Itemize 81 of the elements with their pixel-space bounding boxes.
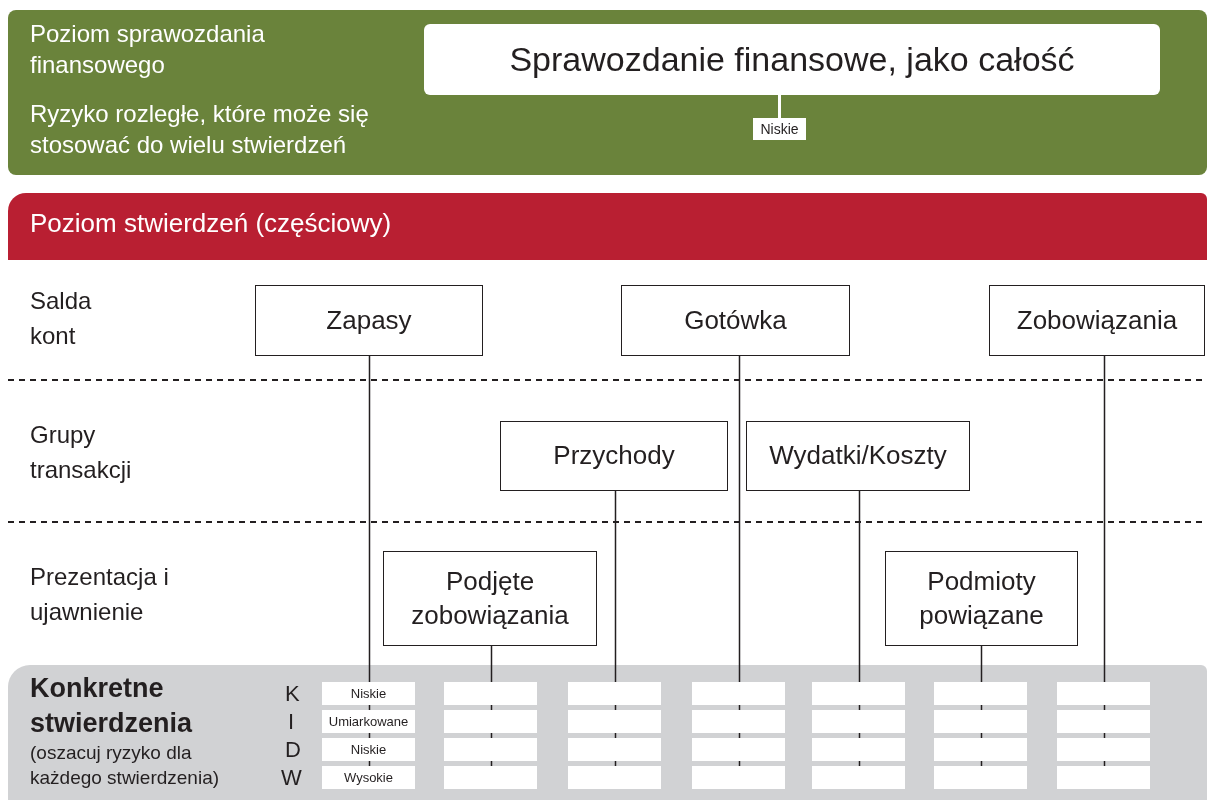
assertion-letter: W: [281, 764, 303, 792]
account-box: Podjęte zobowiązania: [383, 551, 597, 646]
connector-line: [614, 490, 617, 683]
risk-cell: Niskie: [322, 738, 415, 761]
band-note: (oszacuj ryzyko dla każdego stwierdzenia): [30, 741, 221, 790]
connector-line: [614, 732, 617, 739]
level-band: [8, 193, 1207, 260]
band-heading: Poziom stwierdzeń (częściowy): [30, 207, 393, 240]
connector-line: [1103, 355, 1106, 683]
row-label: Grupy transakcji: [30, 420, 133, 485]
connector-line: [368, 355, 371, 683]
empty-cell: [1057, 710, 1150, 733]
row-label: Prezentacja i ujawnienie: [30, 562, 170, 627]
connector-line: [1103, 760, 1106, 767]
account-box: Przychody: [500, 421, 728, 491]
empty-cell: [568, 682, 661, 705]
empty-cell: [812, 682, 905, 705]
risk-label: Niskie: [753, 118, 806, 140]
connector-line: [368, 732, 371, 739]
empty-cell: [1057, 766, 1150, 789]
empty-cell: [692, 766, 785, 789]
risk-cell: Wysokie: [322, 766, 415, 789]
level-band: [8, 10, 1207, 175]
connector-line: [490, 704, 493, 711]
empty-cell: [568, 710, 661, 733]
connector-line: [368, 704, 371, 711]
risk-cell: Umiarkowane: [322, 710, 415, 733]
account-box: Zobowiązania: [989, 285, 1205, 356]
connector-line: [738, 355, 741, 683]
connector-line: [614, 760, 617, 767]
account-box: Wydatki/Koszty: [746, 421, 970, 491]
connector-line: [858, 490, 861, 683]
account-box: Gotówka: [621, 285, 850, 356]
empty-cell: [568, 738, 661, 761]
risk-cell: Niskie: [322, 682, 415, 705]
connector-line: [738, 704, 741, 711]
empty-cell: [692, 710, 785, 733]
empty-cell: [1057, 682, 1150, 705]
connector-line: [980, 645, 983, 683]
assertion-band: [8, 665, 1207, 800]
band-heading: Poziom sprawozdania finansowego: [30, 19, 266, 81]
account-box: Zapasy: [255, 285, 483, 356]
empty-cell: [444, 710, 537, 733]
empty-cell: [568, 766, 661, 789]
connector-line: [858, 704, 861, 711]
assertion-letter: K: [285, 680, 301, 708]
empty-cell: [444, 766, 537, 789]
empty-cell: [934, 710, 1027, 733]
connector-line: [858, 760, 861, 767]
connector-line: [490, 732, 493, 739]
row-label: Salda kont: [30, 286, 93, 351]
connector-line: [368, 760, 371, 767]
connector-line: [980, 732, 983, 739]
empty-cell: [812, 710, 905, 733]
empty-cell: [812, 738, 905, 761]
band-note: Ryzyko rozległe, które może się stosować do wielu stwierdzeń: [30, 99, 370, 161]
connector-line: [1103, 732, 1106, 739]
empty-cell: [444, 738, 537, 761]
connector-line: [738, 732, 741, 739]
empty-cell: [934, 738, 1027, 761]
empty-cell: [444, 682, 537, 705]
band-heading: Konkretne stwierdzenia: [30, 672, 194, 741]
empty-cell: [692, 738, 785, 761]
connector-line: [490, 645, 493, 683]
assertion-letter: D: [285, 736, 302, 764]
empty-cell: [692, 682, 785, 705]
connector-line: [858, 732, 861, 739]
connector-line: [778, 95, 781, 118]
account-box: Podmioty powiązane: [885, 551, 1078, 646]
empty-cell: [1057, 738, 1150, 761]
empty-cell: [812, 766, 905, 789]
empty-cell: [934, 766, 1027, 789]
connector-line: [980, 760, 983, 767]
scope-box: Sprawozdanie finansowe, jako całość: [424, 24, 1160, 95]
empty-cell: [934, 682, 1027, 705]
connector-line: [614, 704, 617, 711]
assertion-letter: I: [288, 708, 296, 736]
connector-line: [738, 760, 741, 767]
connector-line: [980, 704, 983, 711]
connector-line: [1103, 704, 1106, 711]
connector-line: [490, 760, 493, 767]
